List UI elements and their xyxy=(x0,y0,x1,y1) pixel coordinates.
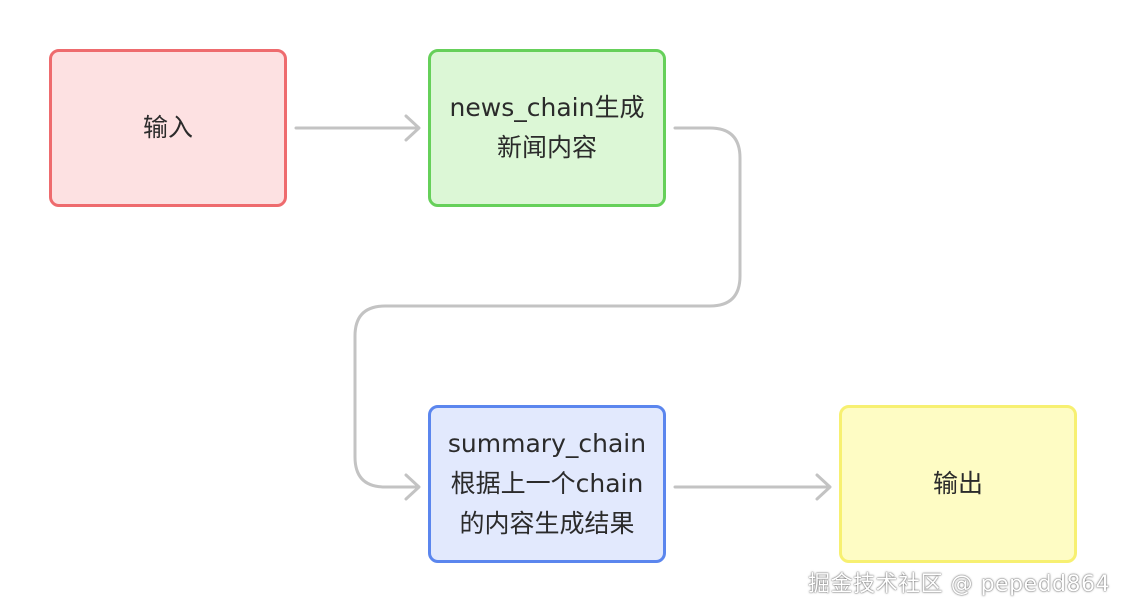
node-summary-chain-label-line-1: summary_chain xyxy=(447,429,647,458)
node-input-label: 输入 xyxy=(142,113,193,142)
watermark: 掘金技术社区 @ pepedd864 xyxy=(808,572,1110,597)
node-summary-chain-label-line-3: 的内容生成结果 xyxy=(459,509,635,538)
node-news-chain-label-line-2: 新闻内容 xyxy=(496,133,597,162)
arrowhead-output xyxy=(815,473,832,501)
node-output-label: 输出 xyxy=(932,469,983,498)
node-output: 输出 xyxy=(839,405,1077,563)
node-summary-chain-label-line-2: 根据上一个chain xyxy=(450,469,644,498)
node-input: 输入 xyxy=(49,49,287,207)
arrowhead-summary-chain xyxy=(404,473,421,501)
node-summary-chain: summary_chain 根据上一个chain 的内容生成结果 xyxy=(428,405,666,563)
edge-news-chain-to-summary-chain xyxy=(353,126,742,489)
node-news-chain: news_chain生成 新闻内容 xyxy=(428,49,666,207)
node-news-chain-label-line-1: news_chain生成 xyxy=(449,93,645,122)
arrowhead-news-chain xyxy=(404,114,421,142)
